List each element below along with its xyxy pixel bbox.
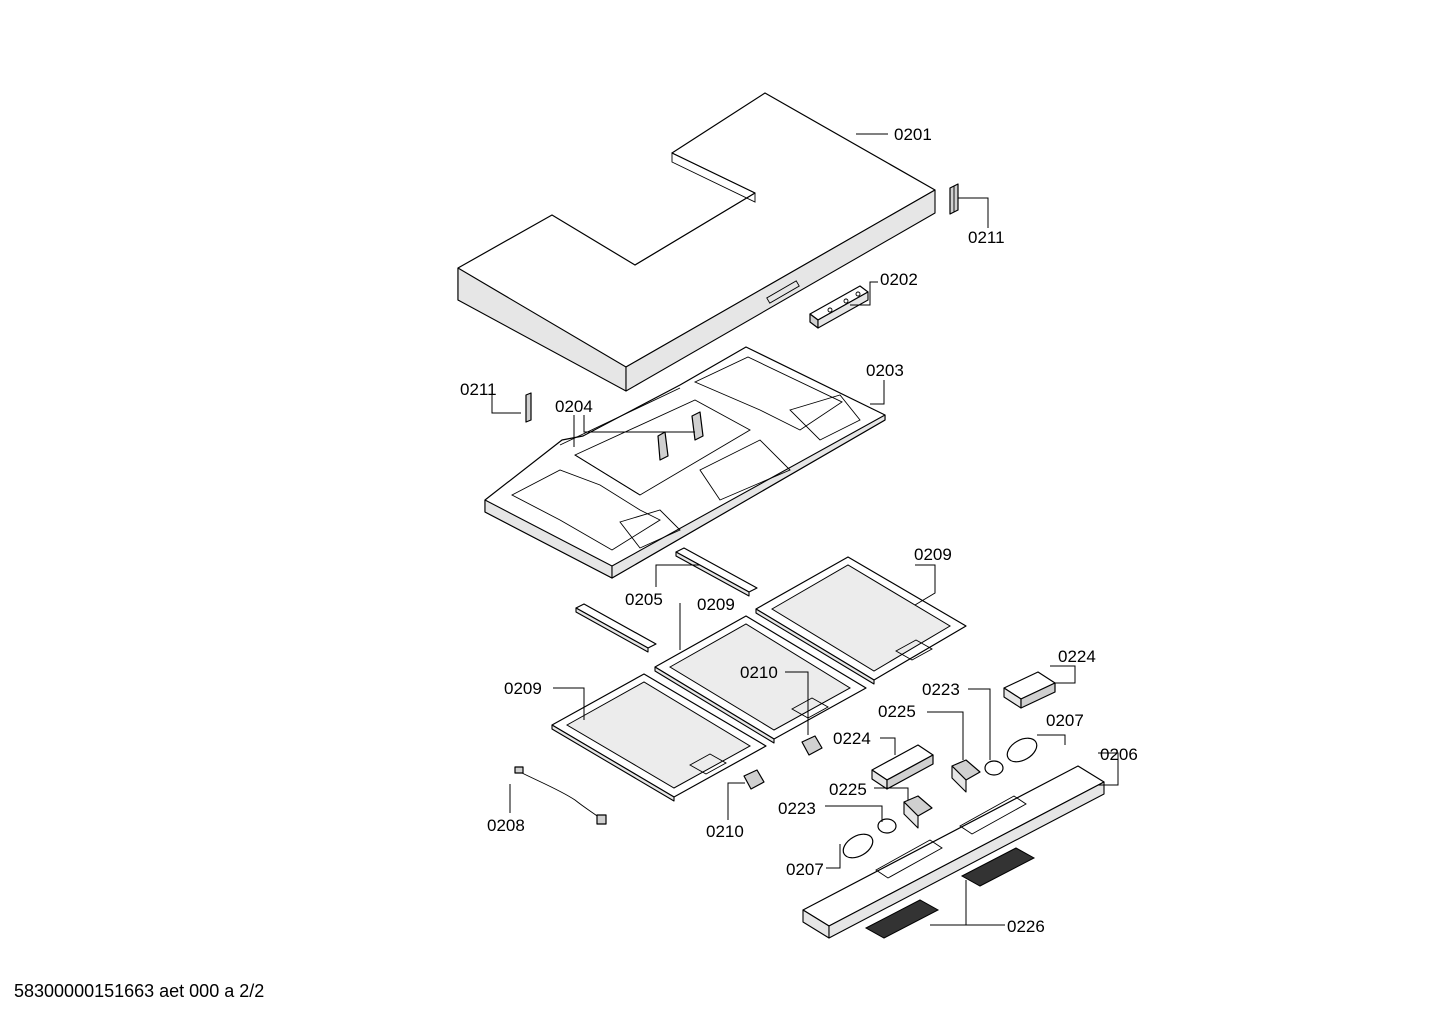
part-0226-grille-left bbox=[864, 899, 940, 939]
part-0207-bulb-left bbox=[842, 833, 874, 859]
label-0225-left: 0225 bbox=[829, 780, 867, 799]
part-0205-rail-upper bbox=[675, 547, 758, 597]
part-0226-grille-right bbox=[960, 847, 1036, 887]
label-0206: 0206 bbox=[1100, 745, 1138, 764]
label-0205: 0205 bbox=[625, 590, 663, 609]
label-0224-right: 0224 bbox=[1058, 647, 1096, 666]
part-0211-trim-right bbox=[949, 183, 959, 215]
part-0203-housing bbox=[484, 346, 886, 579]
label-0226: 0226 bbox=[1007, 917, 1045, 936]
label-0224-left: 0224 bbox=[833, 729, 871, 748]
label-0223-left: 0223 bbox=[778, 799, 816, 818]
part-0205-rail-lower bbox=[575, 603, 657, 653]
part-0210-handle-lower bbox=[743, 769, 765, 790]
label-0210-upper: 0210 bbox=[740, 663, 778, 682]
label-0201: 0201 bbox=[894, 125, 932, 144]
part-0208-cable bbox=[514, 766, 607, 825]
label-0209-left: 0209 bbox=[504, 679, 542, 698]
part-0209-filter-right bbox=[755, 556, 967, 685]
drawing-reference-footer: 58300000151663 aet 000 a 2/2 bbox=[14, 981, 265, 1001]
label-0225-right: 0225 bbox=[878, 702, 916, 721]
part-0210-handle-upper bbox=[801, 735, 823, 756]
part-0211-trim-left bbox=[525, 392, 532, 423]
label-0209-right: 0209 bbox=[914, 545, 952, 564]
label-0203: 0203 bbox=[866, 361, 904, 380]
label-0209-middle: 0209 bbox=[697, 595, 735, 614]
label-0210-lower: 0210 bbox=[706, 822, 744, 841]
part-0223-base-left bbox=[877, 818, 897, 834]
label-0223-right: 0223 bbox=[922, 680, 960, 699]
label-0207-left: 0207 bbox=[786, 860, 824, 879]
part-0201-top-cover bbox=[457, 92, 936, 392]
label-0211-right: 0211 bbox=[968, 228, 1005, 247]
leader-lines bbox=[491, 133, 1119, 926]
part-labels: 0201 0211 0202 0203 0211 0204 0209 0205 … bbox=[460, 125, 1138, 936]
label-0208: 0208 bbox=[487, 816, 525, 835]
part-0202-switch bbox=[809, 285, 869, 329]
label-0204: 0204 bbox=[555, 397, 593, 416]
part-0224-lamp-housing-right bbox=[1003, 671, 1056, 709]
part-0206-lamp-bar bbox=[802, 765, 1105, 939]
part-0225-socket-left bbox=[903, 795, 933, 829]
part-0207-bulb-right bbox=[1006, 737, 1038, 763]
part-0223-base-right bbox=[984, 760, 1004, 776]
part-0224-lamp-housing-left bbox=[871, 744, 934, 790]
part-0209-filter-left bbox=[551, 673, 767, 802]
part-0225-socket-right bbox=[951, 759, 981, 793]
label-0207-right: 0207 bbox=[1046, 711, 1084, 730]
label-0202: 0202 bbox=[880, 270, 918, 289]
part-0204-clips bbox=[657, 411, 704, 461]
part-0209-filter-middle bbox=[654, 615, 867, 744]
label-0211-left: 0211 bbox=[460, 380, 497, 399]
